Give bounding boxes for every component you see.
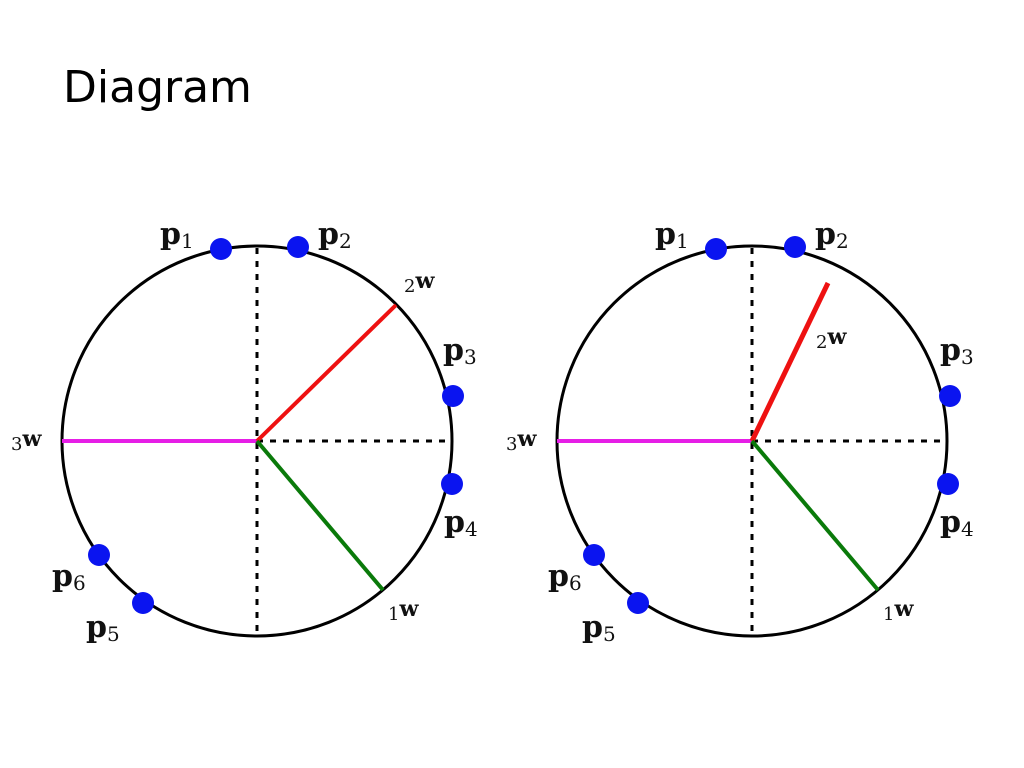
right-point-p4 bbox=[937, 473, 959, 495]
right-label-p6: p6 bbox=[548, 559, 582, 595]
left-point-p6 bbox=[88, 544, 110, 566]
right-diagram: p1 p2 p3 p4 p5 p6 2w 3w 1w bbox=[506, 217, 974, 646]
right-label-p4: p4 bbox=[940, 505, 974, 541]
right-w2-vector bbox=[749, 281, 831, 443]
right-w1-vector bbox=[750, 439, 880, 592]
left-point-p5 bbox=[132, 592, 154, 614]
left-label-p4: p4 bbox=[444, 505, 478, 541]
right-label-w1: 1w bbox=[883, 596, 914, 625]
right-label-p1: p1 bbox=[655, 217, 689, 253]
right-label-w3: 3w bbox=[506, 426, 537, 455]
left-label-w1: 1w bbox=[388, 596, 419, 625]
right-point-p2 bbox=[784, 236, 806, 258]
left-label-p2: p2 bbox=[318, 217, 352, 253]
left-diagram: p1 p2 p3 p4 p5 p6 2w 3w 1w bbox=[11, 217, 478, 646]
left-label-p3: p3 bbox=[443, 333, 477, 369]
left-point-p3 bbox=[442, 385, 464, 407]
left-point-p4 bbox=[441, 473, 463, 495]
left-label-p1: p1 bbox=[160, 217, 194, 253]
left-label-p5: p5 bbox=[86, 610, 120, 646]
left-w1-vector bbox=[255, 439, 385, 592]
left-w2-vector bbox=[255, 303, 398, 443]
right-point-p5 bbox=[627, 592, 649, 614]
left-label-p6: p6 bbox=[52, 559, 86, 595]
right-label-w2: 2w bbox=[816, 324, 847, 353]
right-label-p2: p2 bbox=[815, 217, 849, 253]
right-label-p5: p5 bbox=[582, 610, 616, 646]
right-point-p3 bbox=[939, 385, 961, 407]
right-label-p3: p3 bbox=[940, 333, 974, 369]
left-label-w3: 3w bbox=[11, 426, 42, 455]
left-point-p1 bbox=[210, 238, 232, 260]
right-point-p6 bbox=[583, 544, 605, 566]
left-label-w2: 2w bbox=[404, 268, 435, 297]
slide-title: Diagram bbox=[63, 62, 252, 113]
right-point-p1 bbox=[705, 238, 727, 260]
left-point-p2 bbox=[287, 236, 309, 258]
